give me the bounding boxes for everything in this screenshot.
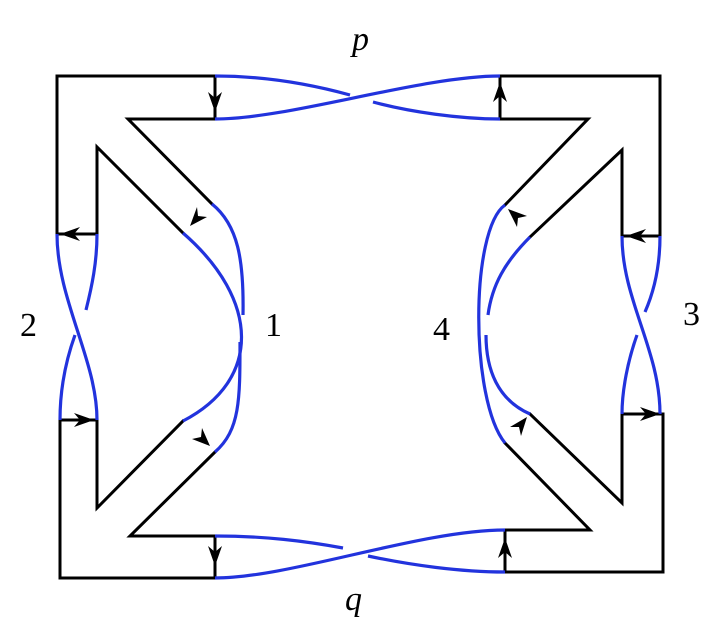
strand-bottom-under-right — [367, 554, 506, 574]
frame-left-lower-inner — [95, 418, 186, 512]
strand-bottom-under-left — [214, 534, 344, 550]
frame-top-left-outer — [55, 74, 217, 236]
arrow-right-icon — [640, 407, 660, 421]
arrow-diagonal-icon — [192, 428, 210, 446]
label-2: 2 — [20, 307, 37, 344]
strand-top-under-left — [214, 74, 351, 97]
frame-right-upper-inner — [527, 146, 624, 240]
frame-bottom-left-inner — [126, 449, 218, 580]
label-q: q — [345, 581, 362, 618]
frame-bottom-left-outer — [58, 418, 217, 580]
label-p: p — [350, 21, 369, 58]
strand-right-under-bottom — [620, 334, 639, 415]
label-3: 3 — [683, 296, 700, 333]
arrow-down-icon — [208, 546, 222, 566]
strand-inner-right-under-bottom — [484, 334, 531, 416]
strand-top-over — [214, 74, 501, 121]
labels: p q 2 1 4 3 — [20, 21, 700, 618]
frame-right-lower-inner — [527, 411, 624, 507]
frame-bottom-right-outer — [503, 412, 665, 574]
arrow-diagonal-icon — [510, 417, 527, 436]
arrow-up-icon — [493, 82, 507, 102]
strand-right-under-top — [643, 235, 662, 313]
arrow-up-icon — [498, 538, 512, 558]
arrow-diagonal-icon — [190, 207, 207, 226]
frame-top-left-inner — [124, 74, 217, 207]
strand-left-under-top — [84, 233, 99, 311]
label-1: 1 — [265, 307, 282, 344]
frame-left-upper-inner — [95, 143, 186, 236]
strand-left-under-bottom — [58, 334, 77, 421]
strand-top-under-right — [372, 100, 501, 121]
arrow-down-icon — [208, 92, 222, 112]
arrowheads — [60, 82, 660, 566]
strand-bottom-over — [214, 528, 506, 580]
blue-strands — [55, 74, 662, 580]
strand-inner-left-over — [181, 231, 243, 423]
frame-lines — [55, 74, 665, 580]
arrow-diagonal-icon — [508, 209, 527, 227]
frame-top-right-inner — [498, 74, 592, 208]
strand-inner-right-over — [477, 203, 507, 445]
arrow-right-icon — [74, 413, 94, 427]
frame-top-right-outer — [498, 74, 662, 238]
frame-bottom-right-inner — [502, 440, 594, 574]
strand-inner-right-under-top — [486, 235, 532, 316]
label-4: 4 — [433, 311, 450, 348]
strand-right-over — [620, 235, 662, 415]
arrow-left-icon — [60, 227, 80, 241]
arrow-left-icon — [626, 229, 646, 243]
strand-inner-left-under-top — [210, 202, 245, 316]
strand-inner-left-under-bottom — [213, 341, 242, 454]
strand-left-over — [55, 233, 99, 421]
